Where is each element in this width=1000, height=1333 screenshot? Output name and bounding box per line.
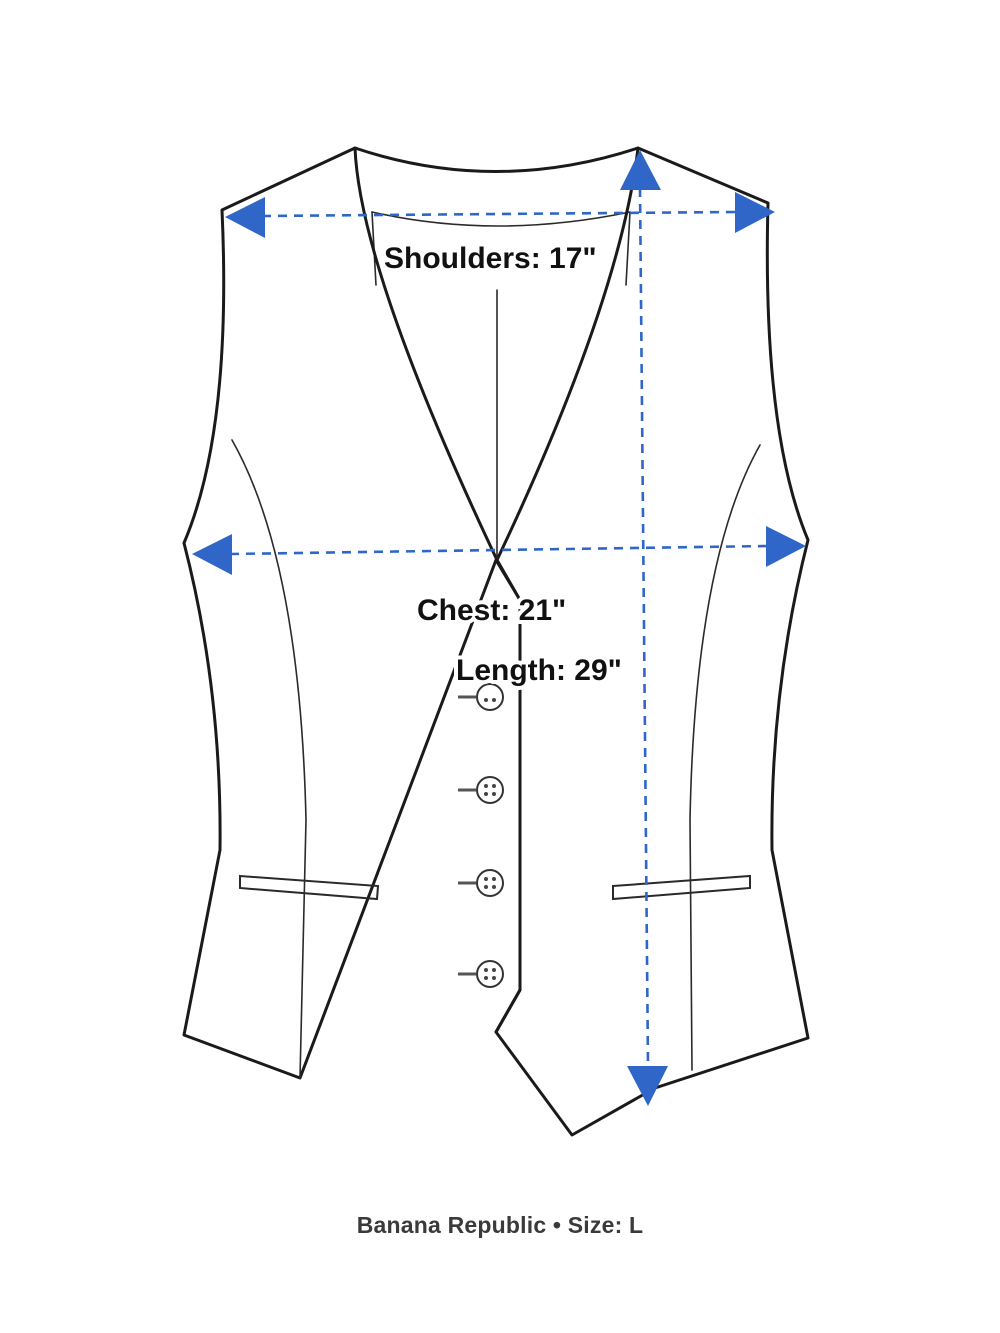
vest-collar-band-right	[625, 211, 631, 286]
button-3	[458, 869, 504, 897]
vest-lapel-right	[495, 146, 640, 562]
length-arrow-line	[638, 187, 650, 1067]
vest-pocket-left	[239, 874, 380, 901]
button-2	[458, 776, 504, 804]
measurement-arrows	[192, 150, 806, 1106]
vest-pocket-right	[612, 874, 751, 901]
length-label: Length: 29"	[456, 654, 622, 687]
button-4	[458, 960, 504, 988]
chest-label: Chest: 21"	[417, 594, 566, 627]
shoulders-label: Shoulders: 17"	[384, 242, 597, 275]
vest-buttons	[458, 683, 504, 988]
shoulders-arrow-head-right	[735, 192, 775, 233]
vest-collar-band	[371, 211, 631, 227]
vest-side-seam-right	[689, 444, 761, 1071]
length-arrow-head-bottom	[627, 1066, 668, 1106]
vest-lapel-left	[353, 146, 499, 562]
measurement-labels: Shoulders: 17" Shoulders: 17" Chest: 21"…	[380, 238, 626, 691]
shoulders-arrow-head-left	[225, 197, 265, 238]
vest-side-seam-left	[231, 439, 307, 1079]
chest-arrow-head-right	[766, 526, 806, 567]
button-1	[458, 683, 504, 711]
vest-outline	[182, 146, 810, 1137]
shoulders-label-halo: Shoulders: 17"	[384, 242, 597, 275]
vest-illustration	[182, 146, 810, 1137]
product-caption: Banana Republic • Size: L	[356, 1212, 644, 1238]
chest-arrow-line	[229, 544, 769, 556]
chest-label-halo: Chest: 21"	[417, 594, 566, 627]
vest-front-placket	[494, 558, 522, 1034]
chest-arrow-head-left	[192, 534, 232, 575]
length-arrow-head-top	[620, 150, 661, 190]
length-label-halo: Length: 29"	[456, 654, 622, 687]
